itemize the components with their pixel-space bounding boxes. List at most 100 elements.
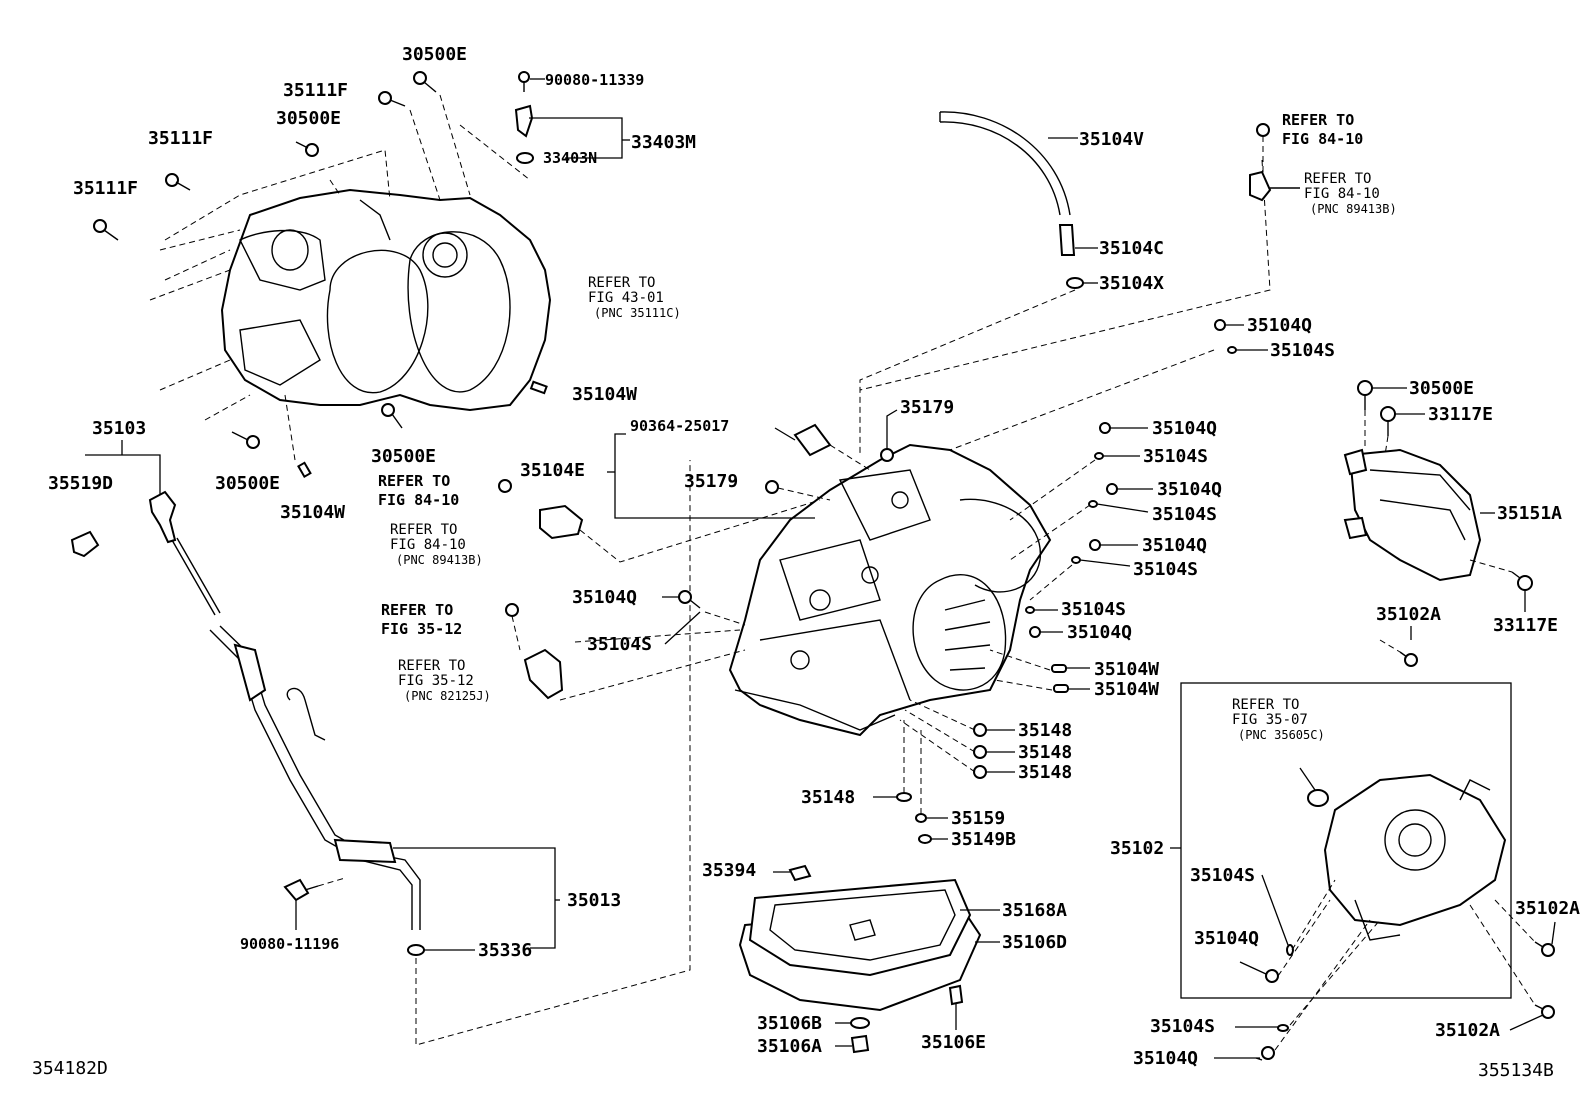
label-35111F-a: 35111F: [283, 80, 349, 101]
dipstick: [148, 490, 221, 616]
label-35104Q-4: 35104Q: [1142, 535, 1208, 556]
refer-line: FIG 84-10: [390, 537, 466, 553]
plug-refer-35-07: [1307, 789, 1329, 807]
label-35104C: 35104C: [1099, 238, 1165, 259]
bolt-30500E-right: [1357, 380, 1373, 410]
refer-line: (PNC 35605C): [1238, 728, 1325, 742]
bolt-30500E-b: [295, 141, 319, 157]
bolt-35111F-b: [165, 173, 191, 191]
label-35104Q-2: 35104Q: [1152, 418, 1218, 439]
refer-line: REFER TO: [398, 658, 466, 674]
dipstick-cap: [70, 530, 100, 558]
label-35104W-a: 35104W: [572, 384, 638, 405]
label-30500E-b: 30500E: [276, 108, 342, 129]
label-35111F-c: 35111F: [73, 178, 139, 199]
oring-35104S-box: [1286, 944, 1294, 956]
label-35104Q-1: 35104Q: [1247, 315, 1313, 336]
label-35102A-a: 35102A: [1376, 604, 1442, 625]
refer-line: REFER TO: [378, 472, 451, 490]
bracket-33403M: [514, 71, 534, 164]
label-90080-11196: 90080-11196: [240, 935, 340, 953]
refer-to-fig-35-12[interactable]: REFER TO FIG 35-12: [381, 601, 462, 639]
label-35104Q-6: 35104Q: [572, 587, 638, 608]
oring-35104S-bottom: [1277, 1024, 1289, 1032]
refer-to-fig-43-01[interactable]: REFER TO FIG 43-01 (PNC 35111C): [588, 276, 681, 321]
label-35104E: 35104E: [520, 460, 586, 481]
label-35394: 35394: [702, 860, 757, 881]
pin-35104W-a: [529, 380, 548, 395]
label-30500E-e: 30500E: [1409, 378, 1475, 399]
label-30500E-c: 30500E: [371, 446, 437, 467]
label-35104S-1: 35104S: [1270, 340, 1336, 361]
label-35148-d: 35148: [801, 787, 856, 808]
figure-code-right: 355134B: [1478, 1060, 1554, 1081]
oil-filler-tube: [209, 625, 421, 930]
refer-to-fig-84-10-top-pnc[interactable]: REFER TO FIG 84-10 (PNC 89413B): [1304, 172, 1397, 217]
refer-to-fig-84-10-top[interactable]: REFER TO FIG 84-10: [1282, 111, 1363, 149]
label-35104W-b: 35104W: [280, 502, 346, 523]
label-35103: 35103: [92, 418, 147, 439]
refer-line: REFER TO: [1304, 171, 1372, 187]
drain-plug-35106E: [948, 984, 964, 1006]
oil-pump-35102: [1323, 773, 1507, 941]
bolt-35111F-a: [378, 91, 406, 107]
label-35102A-b: 35102A: [1515, 898, 1581, 919]
refer-line: FIG 43-01: [588, 290, 664, 306]
label-33117E-b: 33117E: [1493, 615, 1559, 636]
refer-line: REFER TO: [390, 522, 458, 538]
label-35148-c: 35148: [1018, 762, 1073, 783]
label-35148-b: 35148: [1018, 742, 1073, 763]
label-35179-b: 35179: [684, 471, 739, 492]
bolt-35104Q-box: [1265, 969, 1279, 983]
label-35104Q-8: 35104Q: [1133, 1048, 1199, 1069]
label-35106D: 35106D: [1002, 932, 1068, 953]
refer-line: FIG 84-10: [378, 491, 460, 509]
bolt-35102A-top: [1399, 651, 1418, 667]
label-35104V: 35104V: [1079, 129, 1145, 150]
cover-35151A: [1343, 448, 1482, 582]
refer-line: REFER TO: [588, 275, 656, 291]
bolt-35104Q-bottom: [1255, 1046, 1275, 1061]
transaxle-housing: [220, 188, 552, 412]
plug-35179-b: [765, 480, 779, 494]
bolt-35111F-c: [93, 219, 119, 241]
label-35104S-8: 35104S: [1150, 1016, 1216, 1037]
label-35013: 35013: [567, 890, 622, 911]
label-35151A: 35151A: [1497, 503, 1563, 524]
refer-to-fig-84-10-mid[interactable]: REFER TO FIG 84-10: [378, 472, 459, 510]
refer-line: FIG 84-10: [1304, 186, 1380, 202]
bolt-30500E-d: [231, 431, 260, 449]
refer-to-fig-35-07[interactable]: REFER TO FIG 35-07 (PNC 35605C): [1232, 698, 1325, 743]
label-35104Q-7: 35104Q: [1194, 928, 1260, 949]
label-35106A: 35106A: [757, 1036, 823, 1057]
label-35104X: 35104X: [1099, 273, 1165, 294]
hose-35104V: [939, 111, 1084, 289]
label-35159: 35159: [951, 808, 1006, 829]
label-35106E: 35106E: [921, 1032, 987, 1053]
label-35104S-2: 35104S: [1143, 446, 1209, 467]
sensor-84-10-mid: [498, 479, 584, 540]
label-35104S-5: 35104S: [1061, 599, 1127, 620]
sensor-35-12: [505, 603, 564, 700]
label-35104W-d: 35104W: [1094, 679, 1160, 700]
refer-line: REFER TO: [1282, 111, 1355, 129]
washers-35148: [896, 723, 987, 844]
label-35111F-b: 35111F: [148, 128, 214, 149]
refer-line: FIG 35-07: [1232, 712, 1308, 728]
label-35149B: 35149B: [951, 829, 1017, 850]
label-35179-a: 35179: [900, 397, 955, 418]
refer-line: (PNC 89413B): [396, 553, 483, 567]
refer-to-fig-35-12-pnc[interactable]: REFER TO FIG 35-12 (PNC 82125J): [398, 659, 491, 704]
label-35104S-3: 35104S: [1152, 504, 1218, 525]
label-33403N: 33403N: [543, 149, 598, 167]
bolt-30500E-top: [413, 71, 437, 93]
sensor-bracket-84-10-top: [1249, 123, 1300, 202]
label-35104W-c: 35104W: [1094, 659, 1160, 680]
refer-to-fig-84-10-mid-pnc[interactable]: REFER TO FIG 84-10 (PNC 89413B): [390, 523, 483, 568]
plug-35106A: [850, 1034, 870, 1054]
label-33403M: 33403M: [631, 132, 697, 153]
bolt-35102A-right: [1534, 941, 1555, 957]
label-35104S-6: 35104S: [587, 634, 653, 655]
label-35336: 35336: [478, 940, 533, 961]
